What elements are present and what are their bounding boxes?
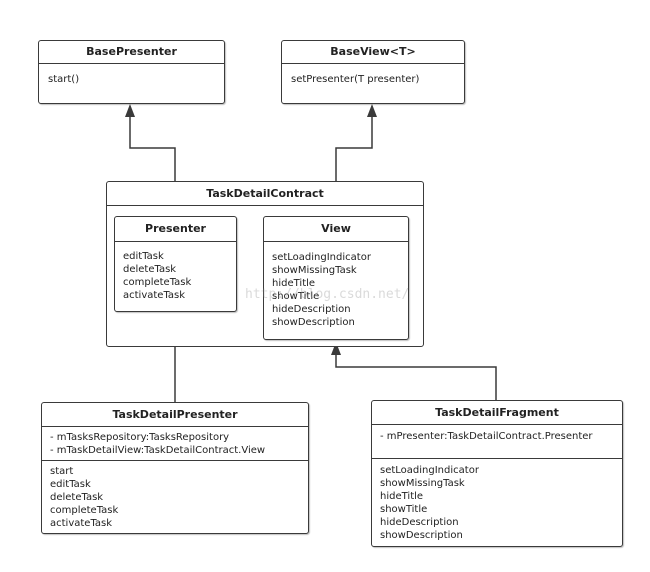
method-item: deleteTask xyxy=(50,492,104,503)
method-item: showDescription xyxy=(272,317,355,328)
method-list: start editTask deleteTask completeTask a… xyxy=(42,461,308,534)
method-item: deleteTask xyxy=(123,264,177,275)
taskdetailfragment-implements-view-edge xyxy=(335,352,497,400)
method-item: hideDescription xyxy=(380,517,459,528)
field-item: - mTaskDetailView:TaskDetailContract.Vie… xyxy=(50,445,266,456)
method-item: showDescription xyxy=(380,530,463,541)
method-list: setPresenter(T presenter) xyxy=(282,64,464,95)
interface-box-view[interactable]: View setLoadingIndicator showMissingTask… xyxy=(263,216,409,340)
method-item: showTitle xyxy=(380,504,428,515)
method-list: setLoadingIndicator showMissingTask hide… xyxy=(372,459,622,547)
method-item: start xyxy=(50,466,74,477)
class-box-basepresenter[interactable]: BasePresenter start() xyxy=(38,40,225,104)
class-title: TaskDetailPresenter xyxy=(42,403,308,427)
method-item: showMissingTask xyxy=(272,265,357,276)
class-title: BasePresenter xyxy=(39,41,224,64)
method-item: hideTitle xyxy=(272,278,316,289)
baseview-arrowhead xyxy=(367,104,377,117)
interface-title: Presenter xyxy=(115,217,236,242)
method-item: activateTask xyxy=(50,518,113,529)
method-item: setLoadingIndicator xyxy=(272,252,371,263)
method-item: editTask xyxy=(50,479,91,490)
method-item: hideTitle xyxy=(380,491,424,502)
method-list: editTask deleteTask completeTask activat… xyxy=(115,242,236,310)
interface-title: View xyxy=(264,217,408,242)
method-item: activateTask xyxy=(123,290,186,301)
method-item: completeTask xyxy=(50,505,119,516)
class-box-baseview[interactable]: BaseView<T> setPresenter(T presenter) xyxy=(281,40,465,104)
class-title: BaseView<T> xyxy=(282,41,464,64)
method-item: showMissingTask xyxy=(380,478,465,489)
method-item: editTask xyxy=(123,251,164,262)
class-title: TaskDetailFragment xyxy=(372,401,622,425)
method-item: hideDescription xyxy=(272,304,351,315)
method-list: start() xyxy=(39,64,224,95)
field-item: - mPresenter:TaskDetailContract.Presente… xyxy=(380,431,593,442)
field-item: - mTasksRepository:TasksRepository xyxy=(50,432,230,443)
method-list: setLoadingIndicator showMissingTask hide… xyxy=(264,242,408,338)
class-box-taskdetailfragment[interactable]: TaskDetailFragment - mPresenter:TaskDeta… xyxy=(371,400,623,547)
method-item: setPresenter(T presenter) xyxy=(291,74,420,85)
view-arrowhead xyxy=(331,342,341,355)
basepresenter-arrowhead xyxy=(125,104,135,117)
field-list: - mTasksRepository:TasksRepository - mTa… xyxy=(42,427,308,461)
field-list: - mPresenter:TaskDetailContract.Presente… xyxy=(372,425,622,459)
method-item: setLoadingIndicator xyxy=(380,465,479,476)
interface-box-presenter[interactable]: Presenter editTask deleteTask completeTa… xyxy=(114,216,237,312)
method-item: start() xyxy=(48,74,80,85)
class-box-taskdetailpresenter[interactable]: TaskDetailPresenter - mTasksRepository:T… xyxy=(41,402,309,534)
package-title: TaskDetailContract xyxy=(107,182,423,206)
method-item: completeTask xyxy=(123,277,192,288)
method-item: showTitle xyxy=(272,291,320,302)
